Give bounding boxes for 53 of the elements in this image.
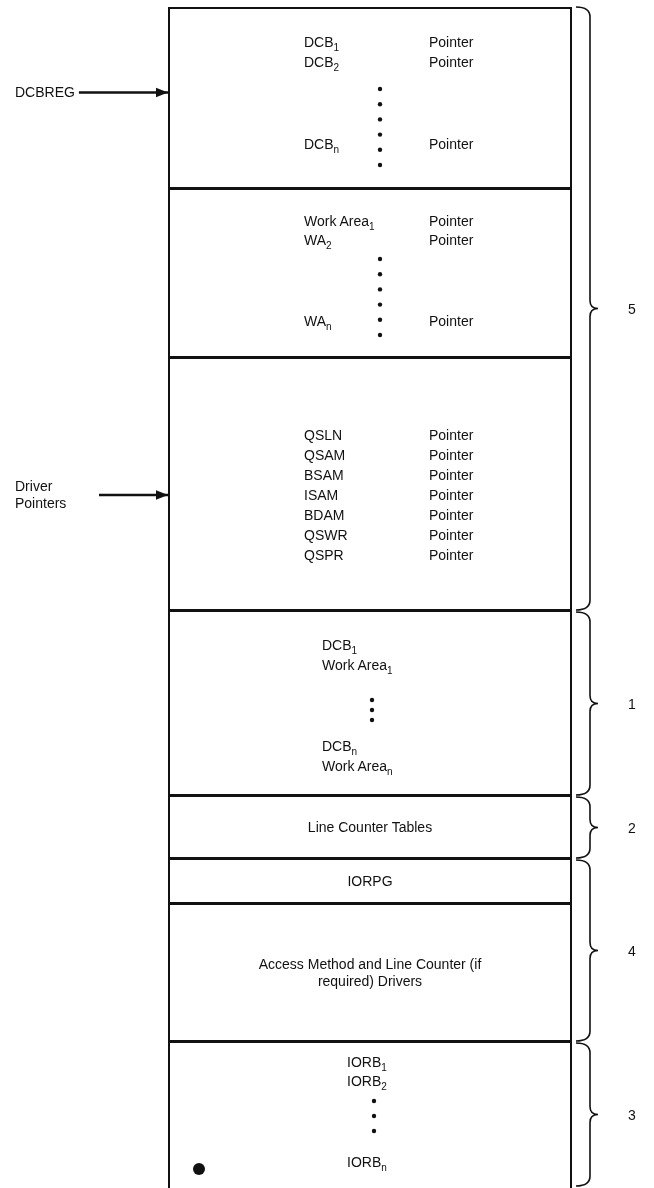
pointer-label: Pointer: [429, 447, 474, 463]
entry-label: WA$_{n}$: [304, 313, 332, 329]
entry-label: QSLN: [304, 427, 343, 443]
entry-label: Work Area$_{1}$: [322, 657, 393, 673]
entry-label: BDAM: [304, 507, 345, 523]
entry-label: WA$_{2}$: [304, 232, 332, 248]
memory-segment: [168, 188, 572, 358]
entry-label: QSPR: [304, 547, 344, 563]
entry-label: DCB$_{2}$: [304, 54, 340, 70]
section-number: 1: [628, 695, 636, 713]
memory-segment: [168, 1041, 572, 1188]
arrow: [99, 490, 168, 500]
entry-label: Work Area$_{1}$: [304, 213, 375, 229]
segment-label: Access Method and Line Counter (if required) Drivers: [257, 955, 483, 990]
pointer-label: Pointer: [429, 136, 474, 152]
entry-label: IORB$_{n}$: [347, 1154, 387, 1170]
section-number: 5: [628, 300, 636, 318]
memory-segment: [168, 903, 572, 1042]
entry-label: BSAM: [304, 467, 344, 483]
register-label: DCBREG: [15, 84, 75, 101]
entry-label: DCB$_{1}$: [322, 637, 358, 653]
segment-label: Line Counter Tables: [306, 818, 434, 836]
section-number: 3: [628, 1106, 636, 1124]
pointer-label: Pointer: [429, 527, 474, 543]
pointer-label: Pointer: [429, 547, 474, 563]
entry-label: QSAM: [304, 447, 346, 463]
segment-label: IORPG: [346, 872, 394, 890]
entry-label: IORB$_{2}$: [347, 1073, 387, 1089]
memory-segment: [168, 858, 572, 904]
entry-label: DCB$_{n}$: [304, 136, 340, 152]
entry-label: ISAM: [304, 487, 339, 503]
entry-label: QSWR: [304, 527, 348, 543]
section-number: 2: [628, 819, 636, 837]
pointer-label: Pointer: [429, 487, 474, 503]
pointer-label: Pointer: [429, 213, 474, 229]
pointer-label: Pointer: [429, 34, 474, 50]
pointer-label: Pointer: [429, 427, 474, 443]
pointer-label: Pointer: [429, 507, 474, 523]
pointer-label: Pointer: [429, 54, 474, 70]
pointer-label: Pointer: [429, 232, 474, 248]
entry-label: DCB$_{n}$: [322, 738, 358, 754]
memory-segment: [168, 610, 572, 796]
pointer-group-label: Driver Pointers: [15, 478, 95, 512]
memory-segment: [168, 7, 572, 189]
arrow: [78, 87, 168, 98]
pointer-label: Pointer: [429, 313, 474, 329]
entry-label: IORB$_{1}$: [347, 1054, 387, 1070]
section-number: 4: [628, 942, 636, 960]
memory-segment: [168, 795, 572, 859]
memory-segment: [168, 357, 572, 611]
entry-label: Work Area$_{n}$: [322, 758, 393, 774]
pointer-label: Pointer: [429, 467, 474, 483]
entry-label: DCB$_{1}$: [304, 34, 340, 50]
